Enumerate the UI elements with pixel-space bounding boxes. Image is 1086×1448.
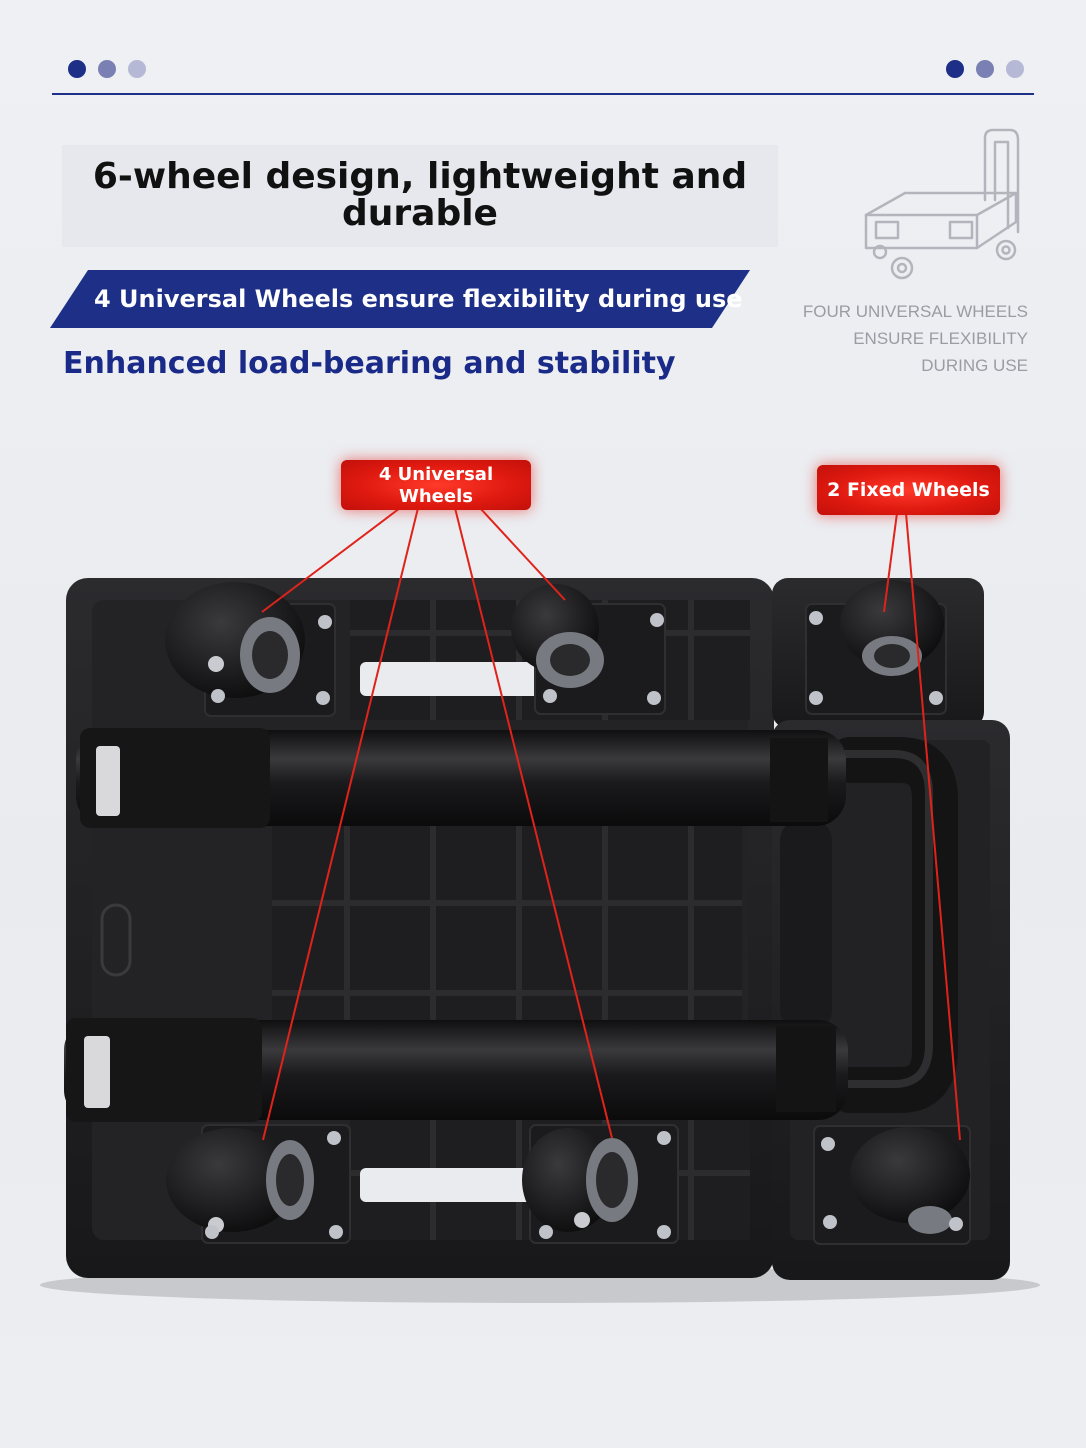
side-caption-line3: DURING USE	[921, 356, 1028, 375]
dot	[128, 60, 146, 78]
side-caption-line2: ENSURE FLEXIBILITY	[853, 329, 1028, 348]
universal-wheel	[511, 584, 666, 715]
universal-wheel	[166, 1124, 351, 1244]
dot	[98, 60, 116, 78]
dot	[946, 60, 964, 78]
feature-banner-text: 4 Universal Wheels ensure flexibility du…	[94, 285, 743, 313]
page-title-line1: 6-wheel design, lightweight and	[92, 156, 748, 197]
callout-leader-lines	[261, 507, 961, 1141]
callout-universal-line1: 4 Universal	[378, 464, 494, 485]
callout-fixed-wheels: 2 Fixed Wheels	[817, 465, 1000, 515]
feature-banner	[50, 270, 750, 328]
decorative-dots-left	[68, 60, 146, 78]
universal-wheel	[165, 582, 336, 717]
header-divider	[52, 93, 1034, 95]
fixed-wheel	[805, 580, 947, 715]
side-caption-line1: FOUR UNIVERSAL WHEELS	[802, 302, 1028, 321]
callout-universal-line2: Wheels	[399, 486, 473, 507]
page-title: 6-wheel design, lightweight and durable	[62, 158, 778, 232]
page-title-line2: durable	[342, 193, 498, 234]
callout-universal-wheels: 4 Universal Wheels	[341, 460, 531, 510]
fixed-wheel	[813, 1125, 971, 1245]
decorative-dots-right	[946, 60, 1024, 78]
universal-wheel	[522, 1124, 679, 1244]
side-caption: FOUR UNIVERSAL WHEELS ENSURE FLEXIBILITY…	[803, 298, 1028, 379]
dot	[68, 60, 86, 78]
headline-background	[62, 145, 778, 247]
subheading: Enhanced load-bearing and stability	[63, 346, 676, 381]
dot	[976, 60, 994, 78]
dot	[1006, 60, 1024, 78]
